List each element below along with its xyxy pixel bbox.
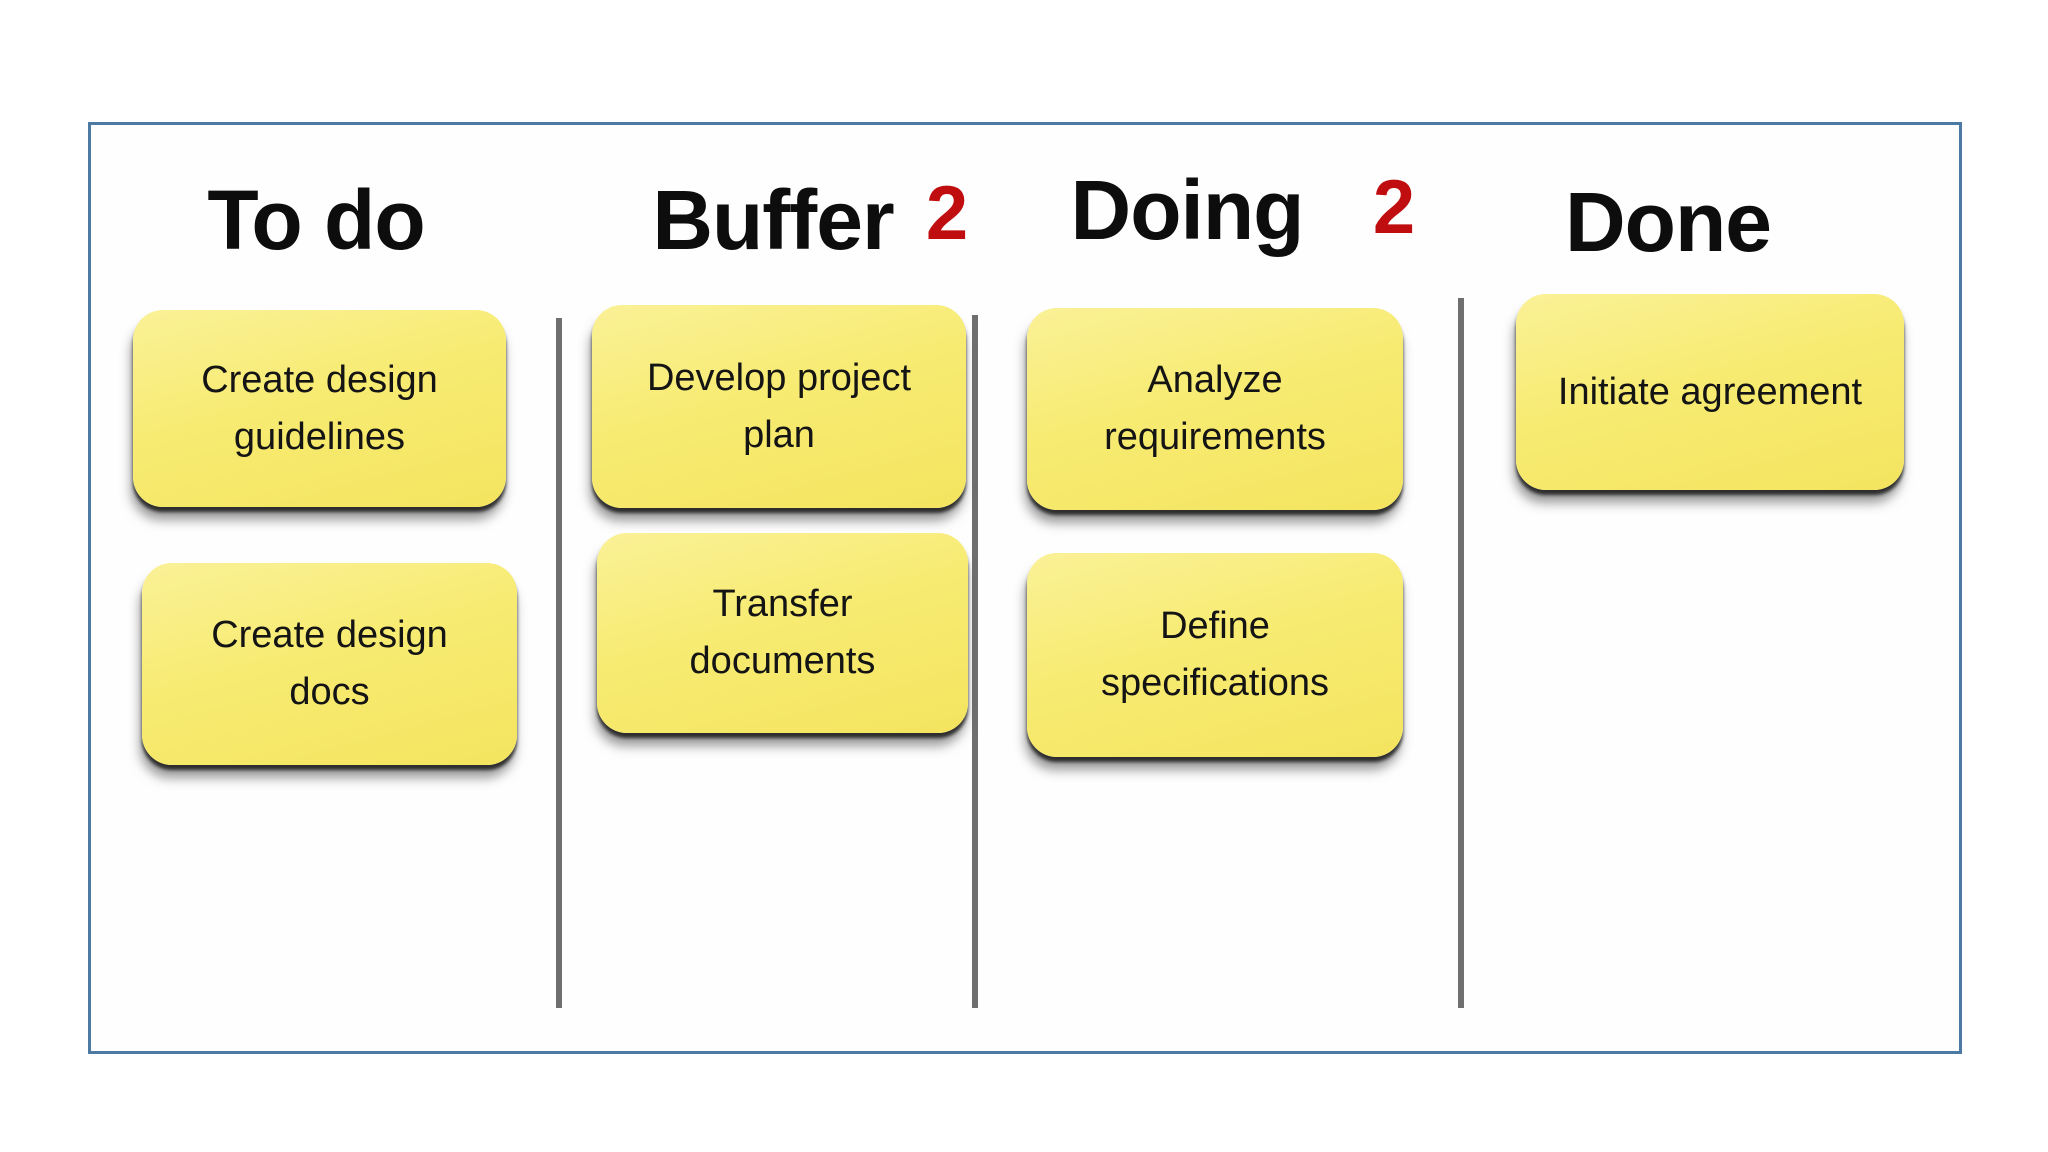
column-title-buffer: Buffer	[652, 173, 894, 267]
sticky-note-text: Create design docs	[211, 614, 448, 713]
column-divider	[556, 318, 562, 1008]
column-divider	[972, 315, 978, 1008]
column-divider	[1458, 298, 1464, 1008]
sticky-note[interactable]: Create design guidelines	[133, 310, 506, 507]
sticky-note[interactable]: Transfer documents	[597, 533, 968, 733]
sticky-note-text: Develop project plan	[646, 356, 912, 456]
sticky-note[interactable]: Create design docs	[142, 563, 517, 765]
sticky-note-text: Transfer documents	[689, 583, 876, 682]
wip-limit-buffer: 2	[925, 171, 969, 256]
sticky-note[interactable]: Define specifications	[1027, 553, 1403, 757]
sticky-note-text: Analyze requirements	[1104, 359, 1326, 458]
column-title-doing: Doing	[1070, 163, 1305, 257]
wip-limit-doing: 2	[1372, 165, 1416, 250]
sticky-note-text: Define specifications	[1100, 605, 1330, 704]
sticky-note-text: Initiate agreement	[1557, 370, 1863, 413]
column-title-todo: To do	[207, 173, 425, 267]
sticky-note[interactable]: Initiate agreement	[1516, 294, 1904, 490]
sticky-note[interactable]: Analyze requirements	[1027, 308, 1403, 510]
sticky-note[interactable]: Develop project plan	[592, 305, 966, 508]
column-title-done: Done	[1565, 175, 1772, 269]
sticky-note-text: Create design guidelines	[201, 358, 438, 458]
